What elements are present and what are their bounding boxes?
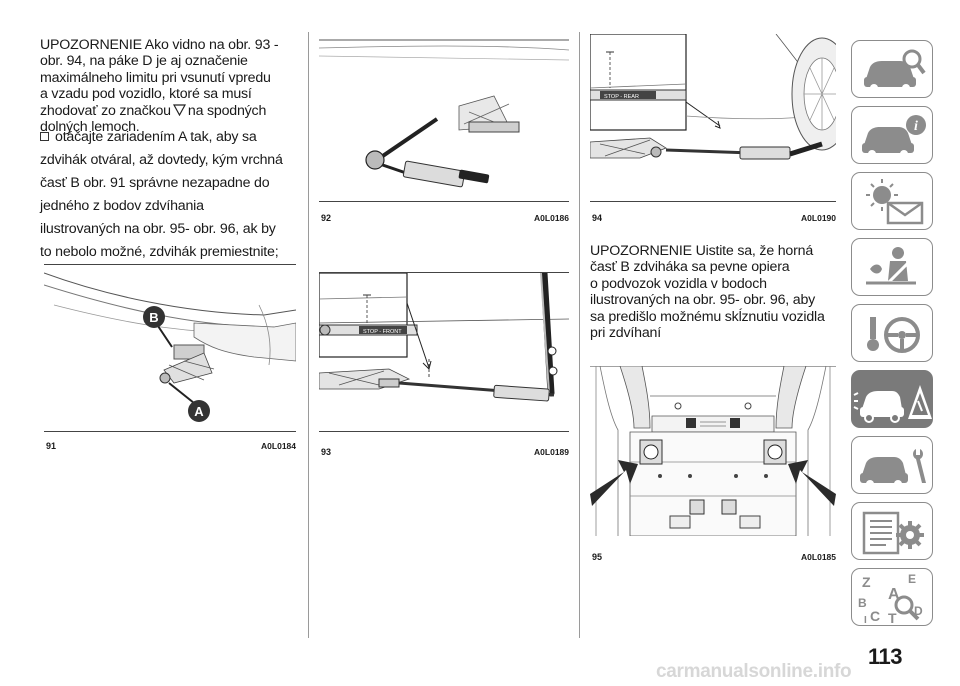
label-a: A	[194, 404, 204, 419]
lifting-points-underbody-illustration	[590, 366, 836, 536]
jack-lever-engage-illustration	[319, 39, 569, 188]
figure-91: B A	[44, 264, 296, 432]
warning-paragraph-1: UPOZORNENIE Ako vidno na obr. 93 - obr. …	[40, 37, 279, 136]
figure-95-caption: 95 A0L0185	[592, 552, 836, 562]
svg-text:i: i	[914, 119, 918, 134]
tab-warning-lights[interactable]	[851, 172, 933, 230]
svg-text:D: D	[914, 604, 923, 618]
tab-get-to-know-car[interactable]	[851, 40, 933, 98]
figure-92	[319, 34, 569, 202]
stop-front-label: STOP - FRONT	[363, 329, 402, 335]
figure-92-caption: 92 A0L0186	[321, 213, 569, 223]
tab-technical-specifications[interactable]	[851, 502, 933, 560]
column-divider-2	[579, 32, 580, 638]
column-divider-1	[308, 32, 309, 638]
rear-stop-mark-illustration: STOP - REAR	[590, 34, 836, 160]
svg-text:T: T	[888, 610, 897, 626]
warning-lights-icon	[866, 179, 924, 225]
figure-94-caption: 94 A0L0190	[592, 213, 836, 223]
svg-text:B: B	[858, 596, 867, 610]
stop-rear-label: STOP - REAR	[604, 94, 639, 100]
car-service-icon	[860, 449, 926, 488]
specs-gear-icon	[862, 511, 924, 555]
tab-servicing-care[interactable]	[851, 436, 933, 494]
warning-paragraph-2: UPOZORNENIE Uistite sa, že horná časť B …	[590, 243, 825, 342]
tab-safety-info[interactable]: i	[851, 106, 933, 164]
label-b: B	[149, 310, 158, 325]
watermark: carmanualsonline.info	[656, 661, 852, 682]
front-stop-mark-illustration: STOP - FRONT	[319, 273, 569, 402]
figure-95	[590, 366, 836, 536]
svg-text:E: E	[908, 572, 916, 586]
tab-safety[interactable]	[851, 238, 933, 296]
svg-text:C: C	[870, 608, 880, 624]
lift-point-arrow-right-icon	[788, 460, 836, 506]
car-info-icon: i	[862, 115, 926, 158]
lift-point-arrow-left-icon	[590, 460, 638, 506]
triangle-mark-icon	[172, 104, 186, 116]
page-number: 113	[868, 644, 903, 669]
car-emergency-icon	[853, 385, 932, 423]
bullet-square-icon	[40, 132, 49, 141]
figure-93-caption: 93 A0L0189	[321, 447, 569, 457]
tab-alphabetical-index[interactable]: Z E A B C D T I	[851, 568, 933, 626]
tab-starting-driving[interactable]	[851, 304, 933, 362]
bullet-item-rotate-jack: otáčajte zariadením A tak, aby sa zdvihá…	[40, 129, 283, 260]
jack-under-sill-illustration: B A	[44, 272, 296, 422]
airbag-seatbelt-icon	[866, 247, 916, 291]
steering-key-icon	[867, 317, 920, 353]
alphabet-index-icon: Z E A B C D T I	[858, 572, 923, 626]
car-search-icon	[864, 49, 926, 92]
figure-93: STOP - FRONT	[319, 272, 569, 432]
svg-text:Z: Z	[862, 574, 871, 590]
figure-91-caption: 91 A0L0184	[46, 441, 296, 451]
svg-text:I: I	[864, 615, 867, 626]
tab-in-an-emergency[interactable]	[851, 370, 933, 428]
figure-94: STOP - REAR	[590, 34, 836, 202]
